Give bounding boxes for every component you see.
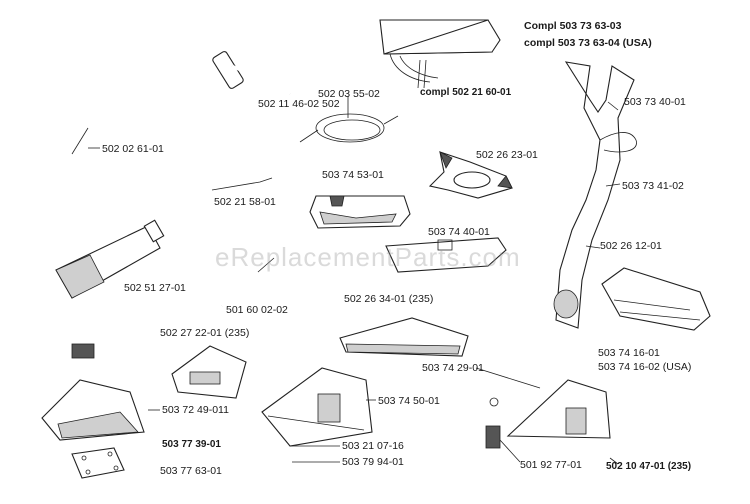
part-label: 503 73 40-01 xyxy=(624,96,686,108)
part-label: 503 74 50-01 xyxy=(378,395,440,407)
left-guard-drawing xyxy=(41,343,145,441)
part-label: 503 77 63-01 xyxy=(160,465,222,477)
guard-plate-drawing xyxy=(309,195,411,229)
side-unit-drawing xyxy=(601,267,711,331)
part-label: 502 03 55-02 xyxy=(318,88,380,100)
leader-lines xyxy=(88,96,621,465)
part-label: 503 79 94-01 xyxy=(342,456,404,468)
part-label: 502 26 12-01 xyxy=(600,240,662,252)
shield-drawing xyxy=(385,237,507,273)
header-line-1: Compl 503 73 63-03 xyxy=(524,20,622,32)
pin-drawing xyxy=(71,127,89,155)
harness-box-drawing xyxy=(379,19,501,89)
part-label: 502 11 46-02 502 xyxy=(258,98,340,110)
small-guard-drawing xyxy=(171,345,247,399)
hand-tool-drawing xyxy=(220,257,275,308)
part-label: 503 72 49-011 xyxy=(162,404,229,416)
mount-plate-drawing xyxy=(71,447,125,479)
part-label: 503 74 29-01 xyxy=(422,362,484,374)
grease-tube-drawing xyxy=(55,219,165,299)
harness-strap-drawing xyxy=(553,61,637,329)
header-line-2: compl 503 73 63-04 (USA) xyxy=(524,37,652,49)
part-label: 502 21 58-01 xyxy=(214,196,276,208)
center-guard-drawing xyxy=(261,367,373,447)
part-label: 503 74 40-01 xyxy=(428,226,490,238)
part-label: 503 74 16-02 (USA) xyxy=(598,361,692,373)
part-label: 503 74 53-01 xyxy=(322,169,384,181)
part-label: 503 77 39-01 xyxy=(162,439,221,450)
part-label: 503 21 07-16 xyxy=(342,440,404,452)
part-label: 502 26 23-01 xyxy=(476,149,538,161)
part-label: 503 74 16-01 xyxy=(598,347,660,359)
plate-drawing xyxy=(428,151,513,199)
part-label: 502 02 61-01 xyxy=(102,143,164,155)
watermark-text: eReplacementParts.com xyxy=(215,242,521,272)
part-label: compl 502 21 60-01 xyxy=(420,87,512,98)
bent-rod-drawing xyxy=(211,177,273,191)
cable-coil-drawing xyxy=(299,113,399,143)
part-label: 501 60 02-02 xyxy=(226,304,288,316)
right-guard-drawing xyxy=(485,379,611,449)
wrench-drawing xyxy=(212,51,291,96)
part-label: 502 26 34-01 (235) xyxy=(344,293,434,305)
part-label: 502 27 22-01 (235) xyxy=(160,327,250,339)
part-label: 503 73 41-02 xyxy=(622,180,684,192)
part-label: 502 51 27-01 xyxy=(124,282,186,294)
trimmer-guard-drawing xyxy=(339,317,469,357)
part-label: 501 92 77-01 xyxy=(520,459,582,471)
part-label: 502 10 47-01 (235) xyxy=(606,461,692,472)
